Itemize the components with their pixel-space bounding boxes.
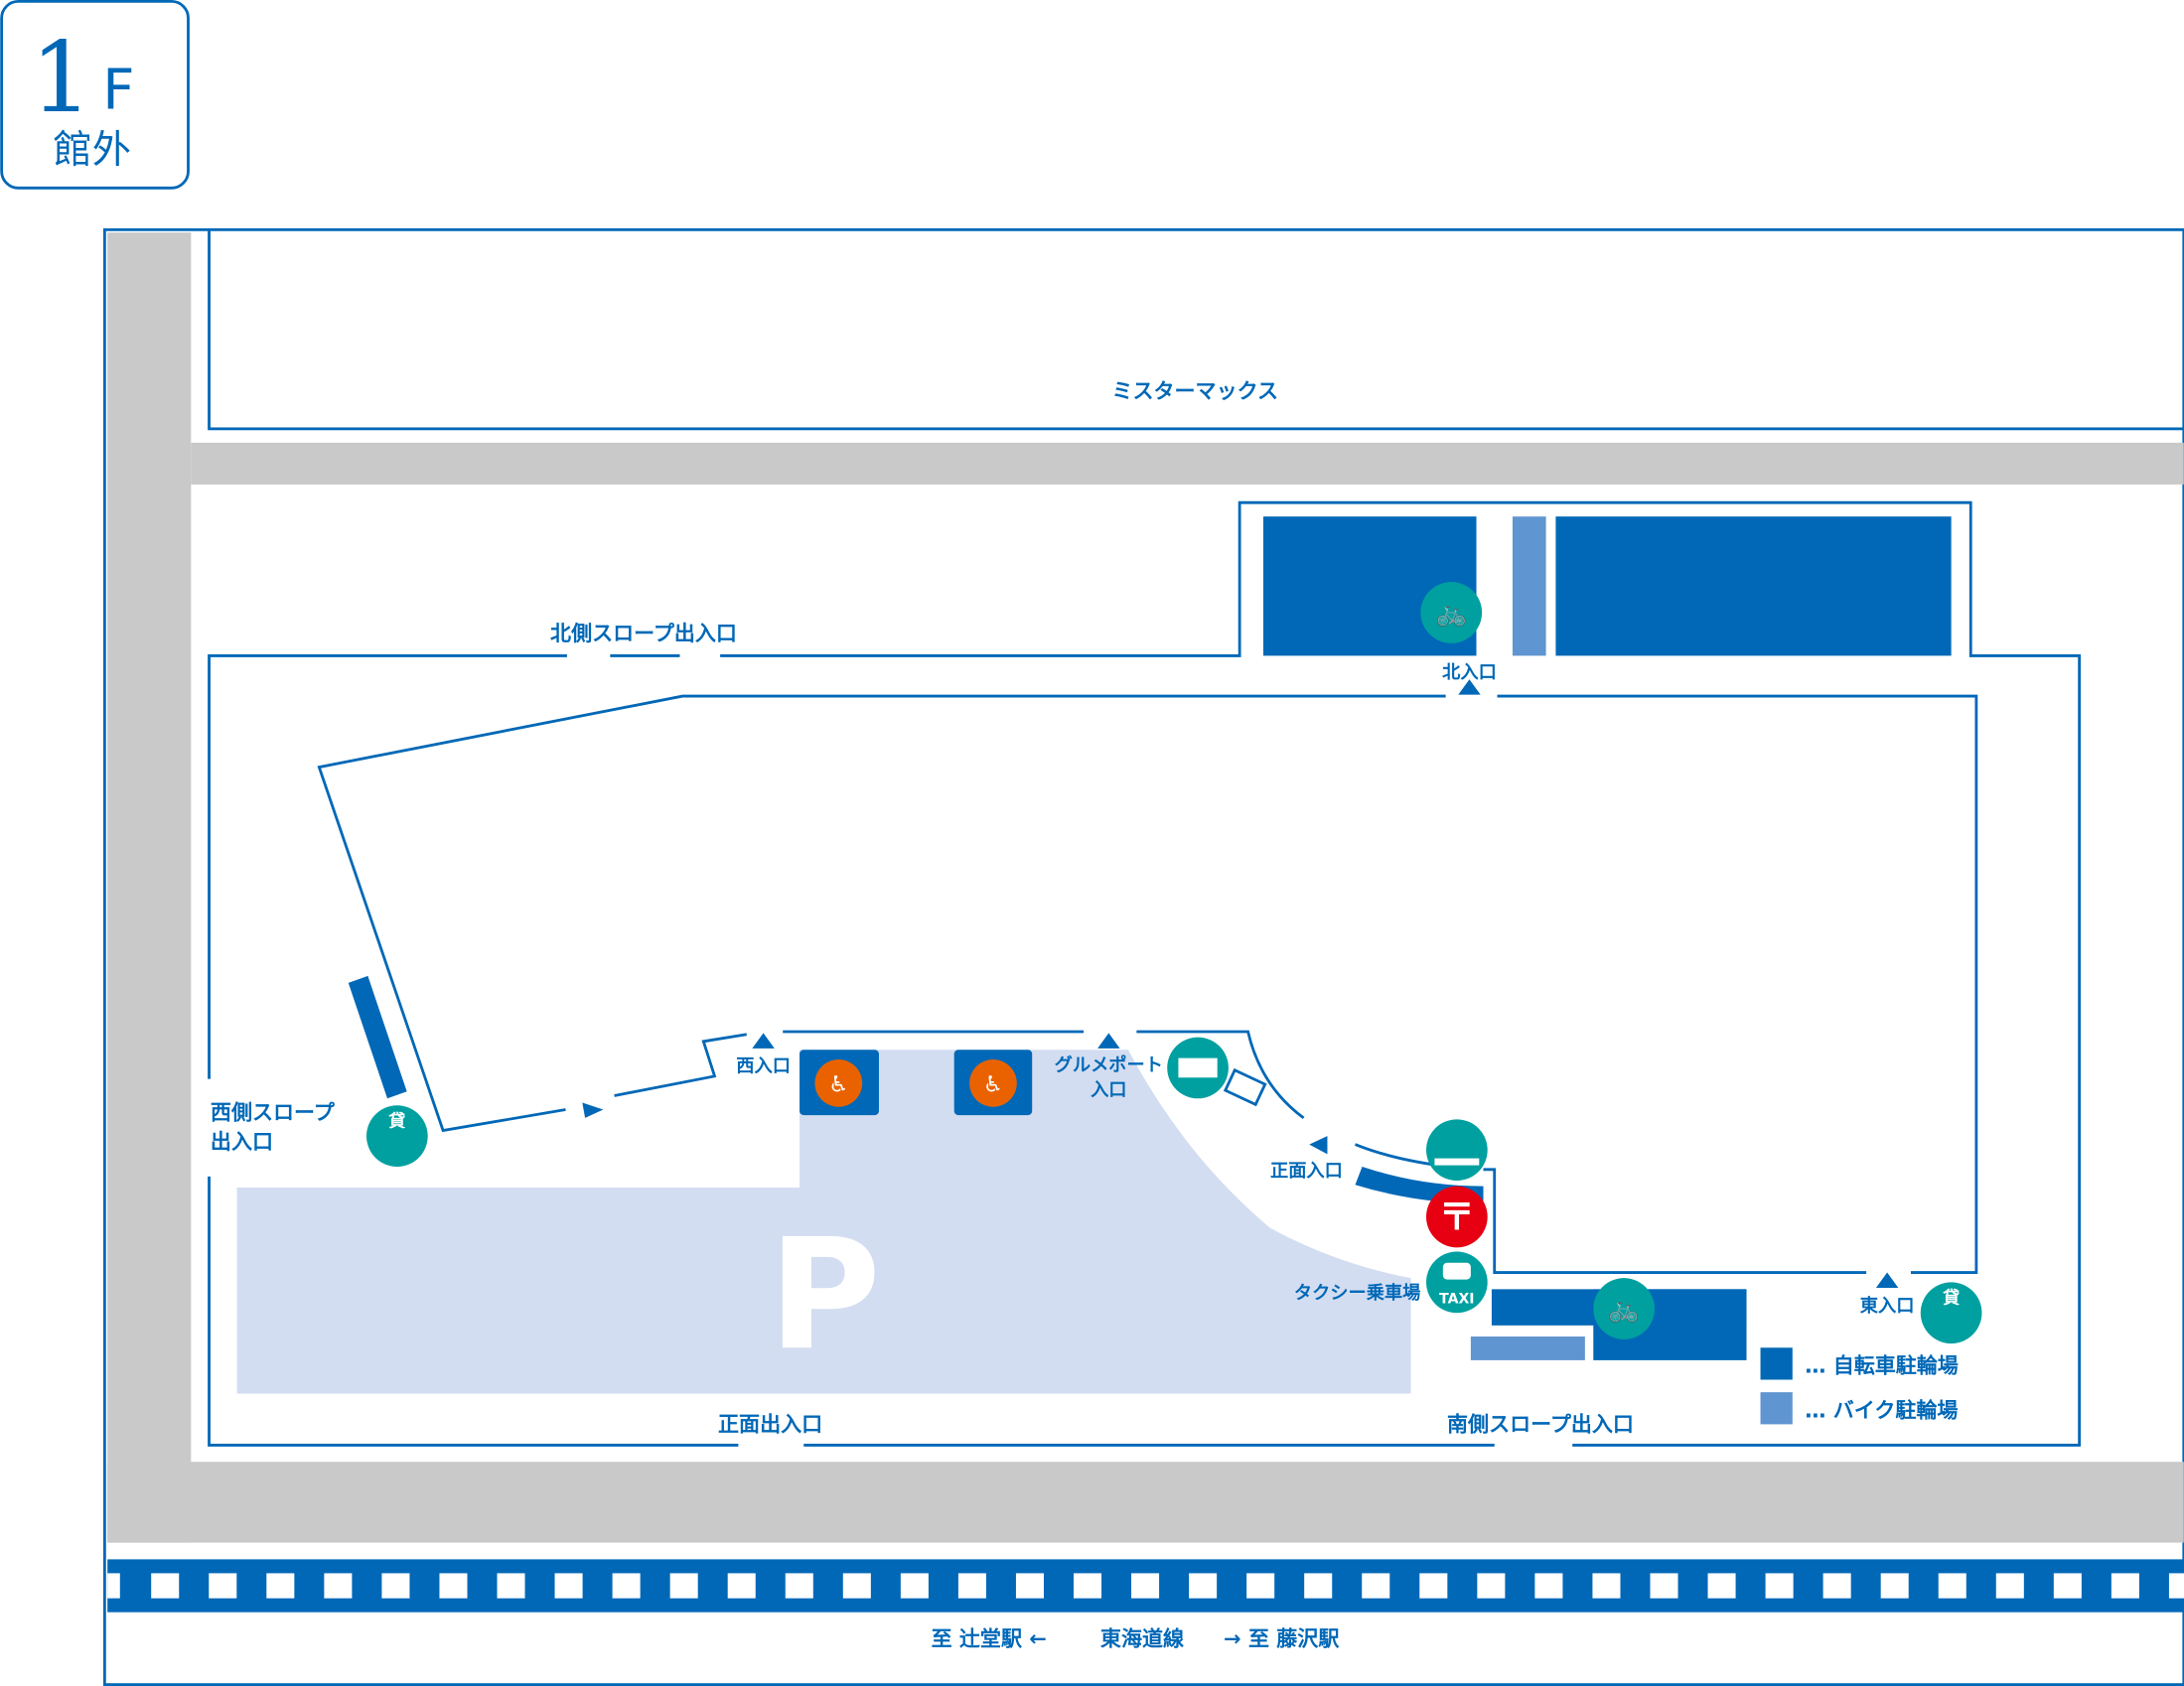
front-entrance-label: 正面入口: [1270, 1161, 1343, 1182]
floor-area: 館外: [54, 128, 132, 173]
gourmet-label-2: 入口: [1091, 1079, 1126, 1100]
rail-tie: [1419, 1573, 1448, 1599]
rail-tie: [612, 1573, 641, 1599]
west-slope-label: 西側スロープ: [211, 1099, 336, 1124]
wheelchair-icon: ♿: [983, 1071, 1003, 1097]
bicycle-icon: 🚲: [1593, 1278, 1655, 1339]
arrow-up-icon: [1097, 1033, 1120, 1049]
rental-bicycle-icon: 貸: [1920, 1282, 1982, 1344]
railway-track: [107, 1559, 2184, 1613]
legend: … 自転車駐輪場 … バイク駐輪場: [1760, 1347, 1959, 1425]
taxi-stand-label: タクシー乗車場: [1294, 1282, 1421, 1304]
rail-tie: [1592, 1573, 1621, 1599]
rail-tie: [1880, 1573, 1909, 1599]
front-exit-label: 正面出入口: [718, 1411, 822, 1436]
west-slope-label-2: 出入口: [211, 1129, 273, 1154]
rail-tie: [1650, 1573, 1678, 1599]
floor-number: 1: [31, 22, 92, 135]
west-entrance-label: 西入口: [736, 1056, 791, 1077]
svg-text:TAXI: TAXI: [1439, 1291, 1474, 1307]
rail-tie: [1015, 1573, 1044, 1599]
rail-tie: [1534, 1573, 1563, 1599]
rail-tie: [209, 1573, 237, 1599]
rail-tie: [439, 1573, 468, 1599]
rail-tie: [2168, 1573, 2184, 1599]
rail-tie: [151, 1573, 180, 1599]
rail-tie: [1304, 1573, 1333, 1599]
rail-tie: [1938, 1573, 1966, 1599]
mailbox-icon: [1223, 1067, 1267, 1107]
taxi-icon: TAXI: [1426, 1251, 1488, 1314]
arrow-up-icon: [1875, 1272, 1899, 1288]
accessible-parking-2: ♿: [953, 1050, 1033, 1116]
north-building-label: ミスターマックス: [1112, 378, 1279, 403]
rail-tie: [1073, 1573, 1102, 1599]
arrow-up-icon: [752, 1033, 775, 1049]
north-entrance-label: 北入口: [1442, 662, 1497, 683]
rail-tie: [1189, 1573, 1218, 1599]
arrow-right-icon: [582, 1102, 604, 1118]
rail-tie: [957, 1573, 986, 1599]
rail-tie: [1707, 1573, 1736, 1599]
accessible-parking-1: ♿: [800, 1050, 879, 1116]
smoking-area-icon: [1426, 1119, 1488, 1182]
railway-line-label: 東海道線: [1100, 1625, 1184, 1650]
legend-swatch-bicycle: [1760, 1347, 1793, 1380]
rail-tie: [900, 1573, 929, 1599]
rail-tie: [1246, 1573, 1275, 1599]
rail-tie: [497, 1573, 525, 1599]
rail-tie: [1995, 1573, 2024, 1599]
bicycle-icon: 🚲: [1420, 582, 1483, 643]
rail-tie: [842, 1573, 871, 1599]
entrance-arrows: [582, 679, 1899, 1288]
rail-tie: [324, 1573, 353, 1599]
legend-bicycle-label: … 自転車駐輪場: [1805, 1353, 1958, 1378]
legend-motorbike-label: … バイク駐輪場: [1805, 1397, 1958, 1422]
svg-text:🚲: 🚲: [1436, 598, 1467, 627]
arrow-left-icon: [1309, 1136, 1328, 1155]
post-icon: 〒: [1426, 1186, 1488, 1248]
rail-tie: [1362, 1573, 1390, 1599]
parking-mark: P: [769, 1206, 881, 1384]
roads: [107, 232, 2184, 1543]
floor-badge: 1 F 館外: [0, 0, 190, 190]
railway-right-label: → 至 藤沢駅: [1224, 1625, 1340, 1650]
east-entrance-label: 東入口: [1860, 1295, 1915, 1317]
arrow-up-icon: [1458, 679, 1481, 695]
wheelchair-icon: ♿: [828, 1071, 848, 1097]
rail-tie: [669, 1573, 698, 1599]
parking-area: [236, 1050, 1411, 1394]
site-boundary: [208, 500, 2082, 1447]
rail-tie: [381, 1573, 410, 1599]
north-building: [208, 227, 2184, 431]
rail-tie: [1477, 1573, 1506, 1599]
rental-bicycle-icon: 貸: [365, 1105, 428, 1167]
rail-tie: [1765, 1573, 1794, 1599]
railway-left-label: 至 辻堂駅 ←: [932, 1625, 1047, 1650]
rail-tie: [2053, 1573, 2082, 1599]
svg-text:貸: 貸: [1942, 1287, 1960, 1307]
rail-tie: [107, 1573, 120, 1599]
svg-text:🚲: 🚲: [1608, 1294, 1639, 1323]
rail-tie: [2111, 1573, 2139, 1599]
rail-tie: [785, 1573, 813, 1599]
floor-letter: F: [102, 58, 134, 122]
rail-tie: [1131, 1573, 1160, 1599]
svg-text:貸: 貸: [387, 1110, 405, 1130]
rail-tie: [554, 1573, 583, 1599]
gourmet-label: グルメポート: [1055, 1054, 1163, 1075]
svg-text:〒: 〒: [1439, 1195, 1475, 1238]
north-slope-label: 北側スロープ出入口: [550, 621, 737, 645]
rail-tie: [1822, 1573, 1851, 1599]
rail-tie: [266, 1573, 295, 1599]
south-slope-label: 南側スロープ出入口: [1447, 1411, 1634, 1436]
legend-swatch-motorbike: [1760, 1392, 1793, 1425]
rail-tie: [727, 1573, 756, 1599]
motorbike-parking: [1470, 516, 1585, 1360]
gourmet-icon: [1167, 1037, 1229, 1099]
